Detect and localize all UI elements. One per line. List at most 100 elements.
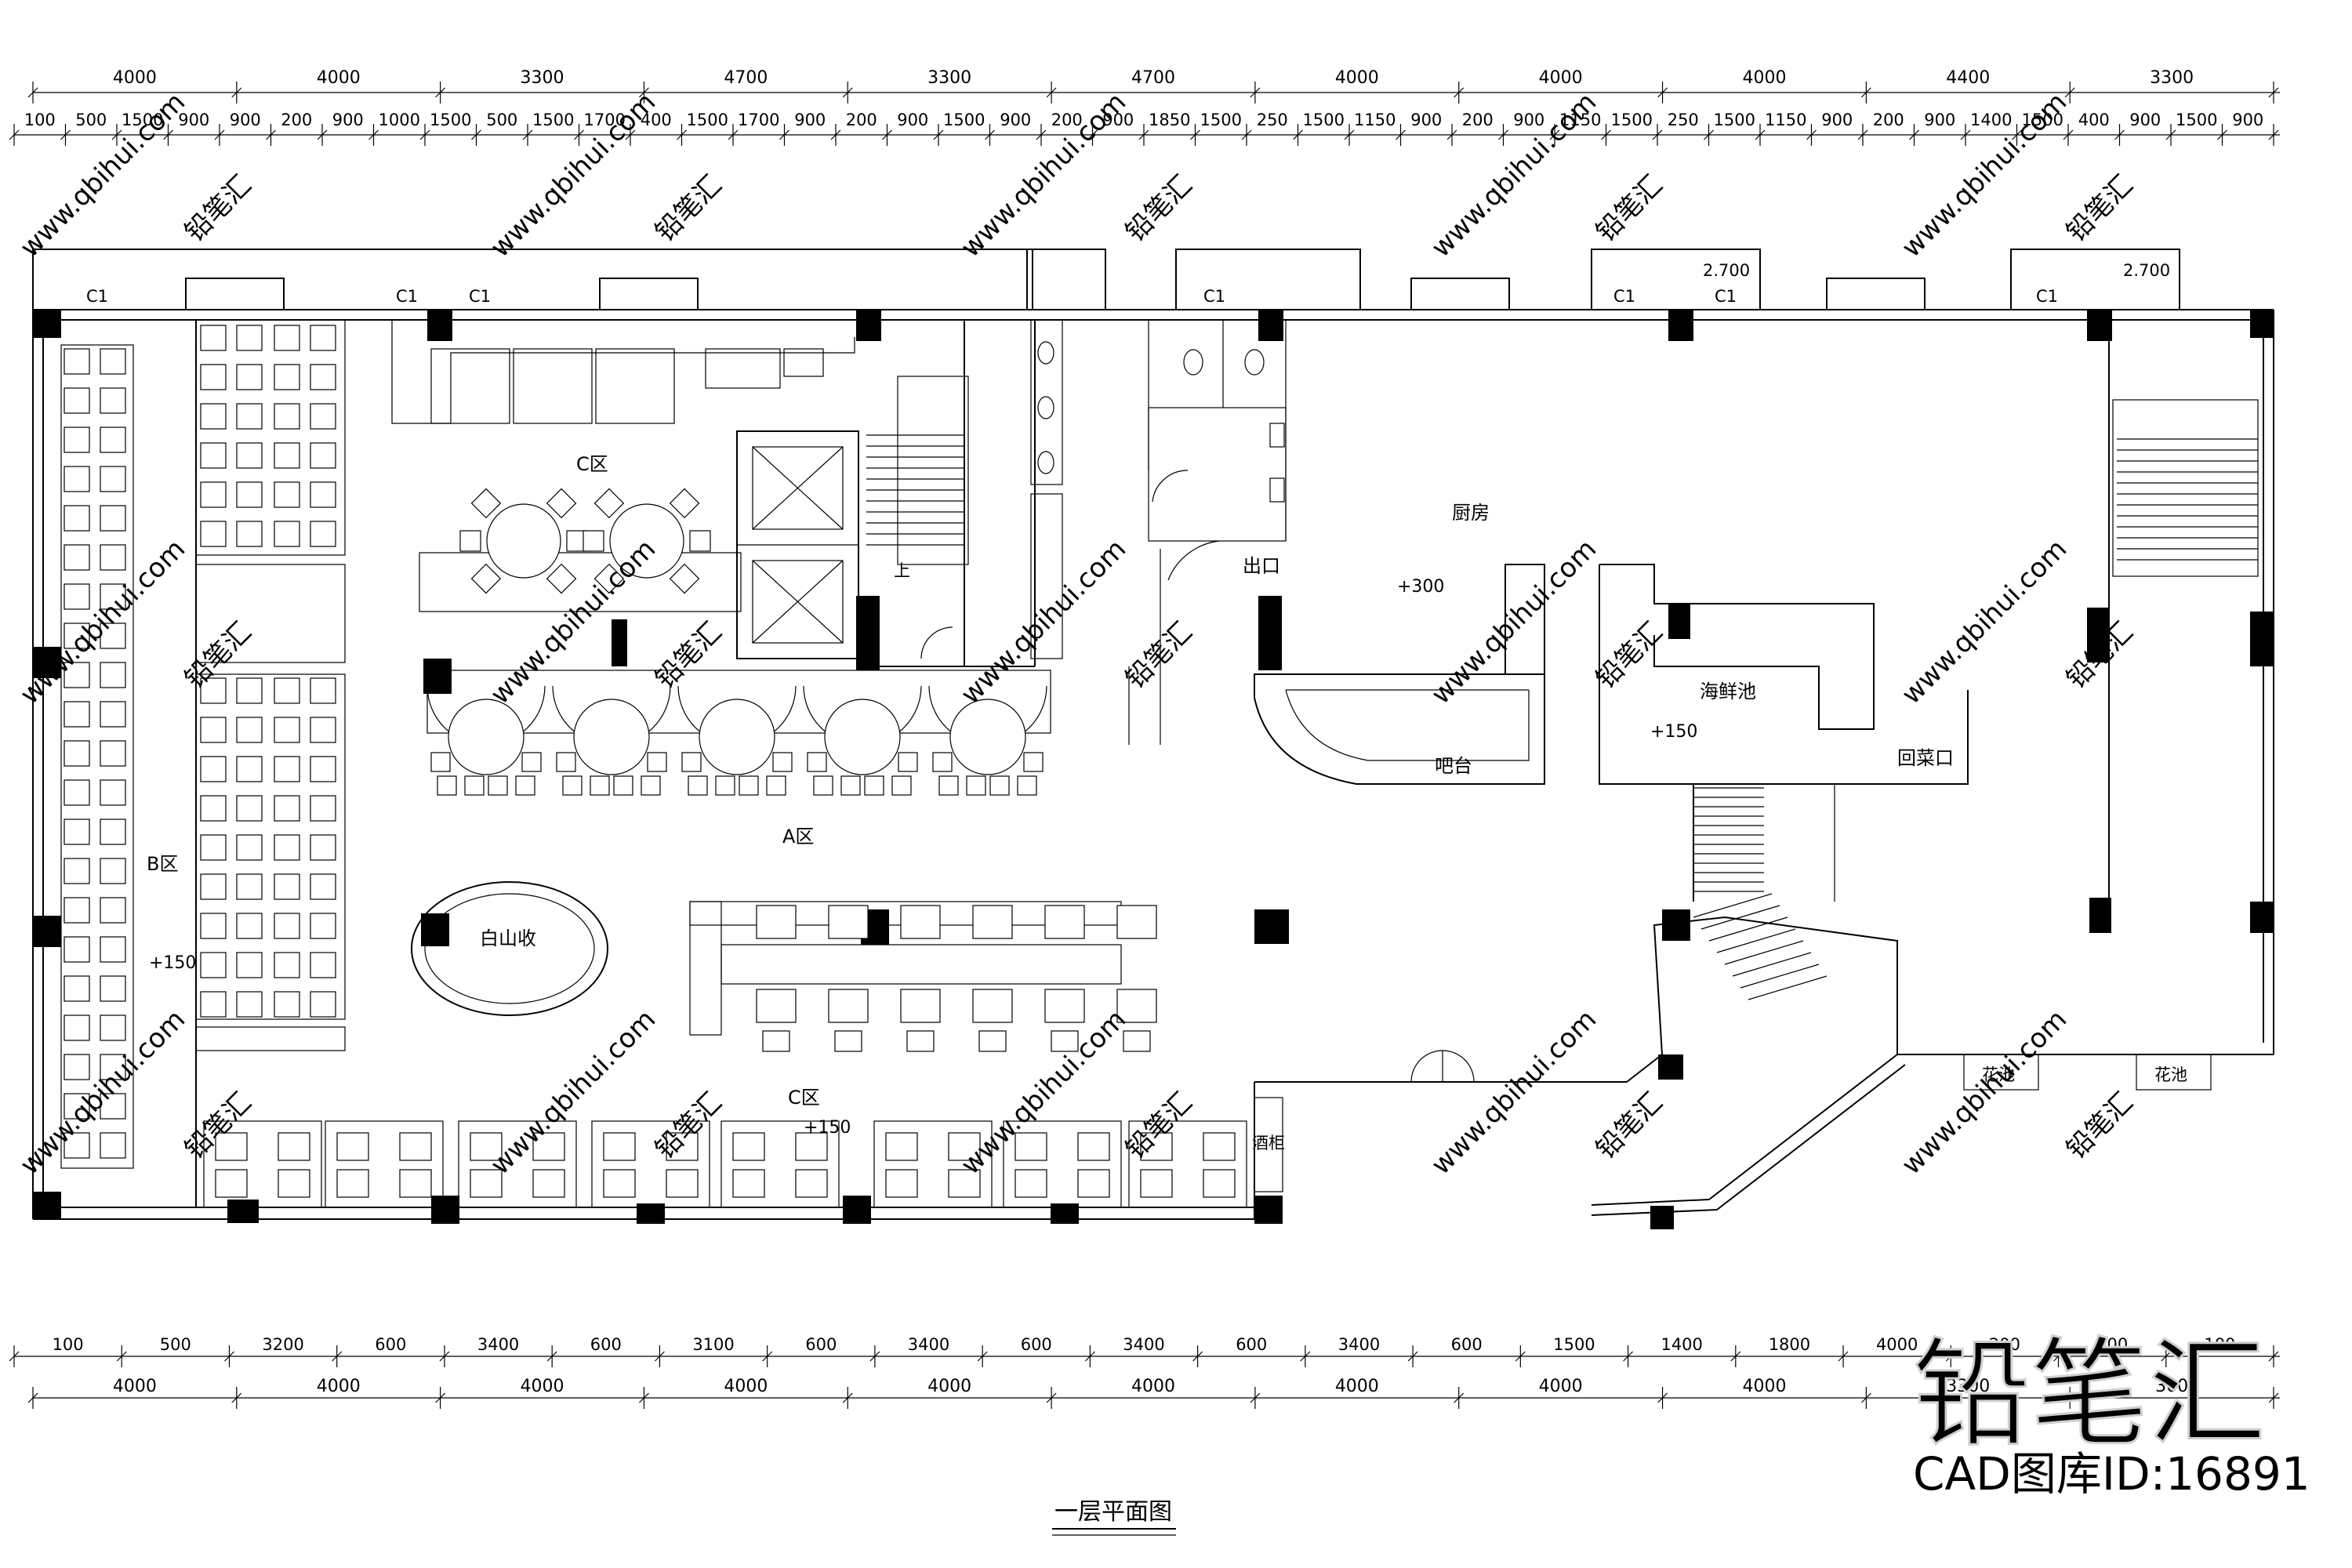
drawing-title-text: 一层平面图 xyxy=(1054,1498,1172,1526)
window-label: C1 xyxy=(2036,287,2058,306)
top-minor-dim-26: 1150 xyxy=(1354,111,1396,129)
url-watermark: www.qbihui.com xyxy=(1425,1004,1602,1181)
room-label-a-zone: A区 xyxy=(782,826,814,848)
url-watermark: www.qbihui.com xyxy=(1425,533,1602,710)
chair xyxy=(100,426,126,453)
url-watermark: www.qbihui.com xyxy=(1896,533,2073,710)
booth-frame xyxy=(203,1120,322,1208)
stair-tread xyxy=(1724,940,1804,965)
bottom-minor-dim-17: 4000 xyxy=(1876,1335,1918,1354)
bottom-minor-dim-12: 3400 xyxy=(1338,1335,1380,1354)
url-watermark: www.qbihui.com xyxy=(955,533,1132,710)
chair xyxy=(236,795,263,822)
top-major-dim-8: 4000 xyxy=(1742,68,1786,88)
bar-stool xyxy=(1116,989,1157,1023)
chair xyxy=(562,775,583,796)
chair xyxy=(64,1014,90,1041)
brand-watermark-small: 铅笔汇 xyxy=(649,169,728,248)
chair xyxy=(64,740,90,767)
entrance-door xyxy=(1410,1050,1475,1083)
chair xyxy=(437,775,457,796)
bottom-major-dim-7: 4000 xyxy=(1539,1377,1583,1396)
top-minor-dim-18: 1500 xyxy=(943,111,985,129)
round-table xyxy=(573,699,650,775)
top-minor-dim-35: 900 xyxy=(1821,111,1853,129)
top-major-dim-4: 3300 xyxy=(927,68,971,88)
brand-watermark-small: 铅笔汇 xyxy=(179,169,257,248)
chair xyxy=(470,488,502,519)
chair xyxy=(274,403,300,430)
chair xyxy=(1017,775,1037,796)
chair xyxy=(795,1132,828,1161)
chair xyxy=(64,1093,90,1120)
chair xyxy=(100,779,126,806)
bar-stool xyxy=(1123,1030,1151,1052)
chair xyxy=(593,488,625,519)
chair xyxy=(100,348,126,375)
chair xyxy=(64,1054,90,1080)
stair-tread xyxy=(1693,893,1773,918)
bottom-major-dim-8: 4000 xyxy=(1742,1377,1786,1396)
chair xyxy=(200,325,227,351)
chair xyxy=(64,426,90,453)
chair xyxy=(310,756,336,782)
chair xyxy=(274,991,300,1018)
chair xyxy=(236,913,263,939)
chair xyxy=(590,775,610,796)
bar-stool xyxy=(756,905,797,939)
chair xyxy=(64,662,90,688)
room-label-b-zone: B区 xyxy=(147,853,178,875)
top-minor-dim-20: 200 xyxy=(1051,111,1083,129)
chair xyxy=(1077,1132,1110,1161)
booth-frame xyxy=(720,1120,840,1208)
top-minor-dim-7: 1000 xyxy=(379,111,420,129)
chair xyxy=(310,991,336,1018)
chair xyxy=(278,1169,310,1198)
bottom-minor-dim-18: 200 xyxy=(1989,1335,2020,1354)
chair xyxy=(64,583,90,610)
top-minor-dim-17: 900 xyxy=(897,111,928,129)
top-minor-dim-11: 1700 xyxy=(584,111,626,129)
chair xyxy=(236,325,263,351)
top-major-dim-9: 4400 xyxy=(1946,68,1990,88)
chair xyxy=(64,701,90,728)
planter-label: 花池 xyxy=(1982,1065,2015,1084)
kitchen-stair-treads xyxy=(1693,787,1828,1000)
chair xyxy=(236,481,263,508)
chair xyxy=(274,873,300,900)
room-labels: C区 B区 +150 A区 C区 +150 白山收 厨房 +300 海鲜池 +1… xyxy=(147,453,1954,1152)
bottom-minor-dim-4: 3400 xyxy=(477,1335,519,1354)
chair xyxy=(274,795,300,822)
window-label: C1 xyxy=(1613,287,1635,306)
url-watermark: www.qbihui.com xyxy=(1896,1004,2073,1181)
chair xyxy=(1077,1169,1110,1198)
chair xyxy=(613,775,633,796)
brand-watermark-small: 铅笔汇 xyxy=(1120,169,1198,248)
chair xyxy=(274,325,300,351)
chair xyxy=(399,1169,432,1198)
chair xyxy=(274,481,300,508)
right-stair-treads xyxy=(2117,438,2258,561)
chair xyxy=(200,873,227,900)
window-labels: C1 C1 C1 C1 C1 C1 C1 2.700 2.700 xyxy=(86,261,2170,306)
bottom-minor-dim-3: 600 xyxy=(375,1335,406,1354)
chair xyxy=(739,775,759,796)
brand-watermark-small: 铅笔汇 xyxy=(2060,1087,2139,1165)
stair-tread xyxy=(1716,928,1796,953)
bar-stool xyxy=(972,905,1013,939)
chair xyxy=(274,442,300,469)
bar-stool xyxy=(1051,1030,1079,1052)
round-table xyxy=(949,699,1026,775)
chair xyxy=(274,521,300,547)
chair xyxy=(200,717,227,743)
a-zone-round-tables xyxy=(426,685,1047,796)
chair xyxy=(310,677,336,704)
bottom-major-dim-5: 4000 xyxy=(1131,1377,1175,1396)
chair xyxy=(200,442,227,469)
bottom-major-dim-9: 3300 xyxy=(1946,1377,1990,1396)
top-minor-dim-10: 1500 xyxy=(532,111,574,129)
chair xyxy=(64,858,90,884)
right-staircase xyxy=(2108,341,2259,909)
top-major-dim-6: 4000 xyxy=(1335,68,1379,88)
